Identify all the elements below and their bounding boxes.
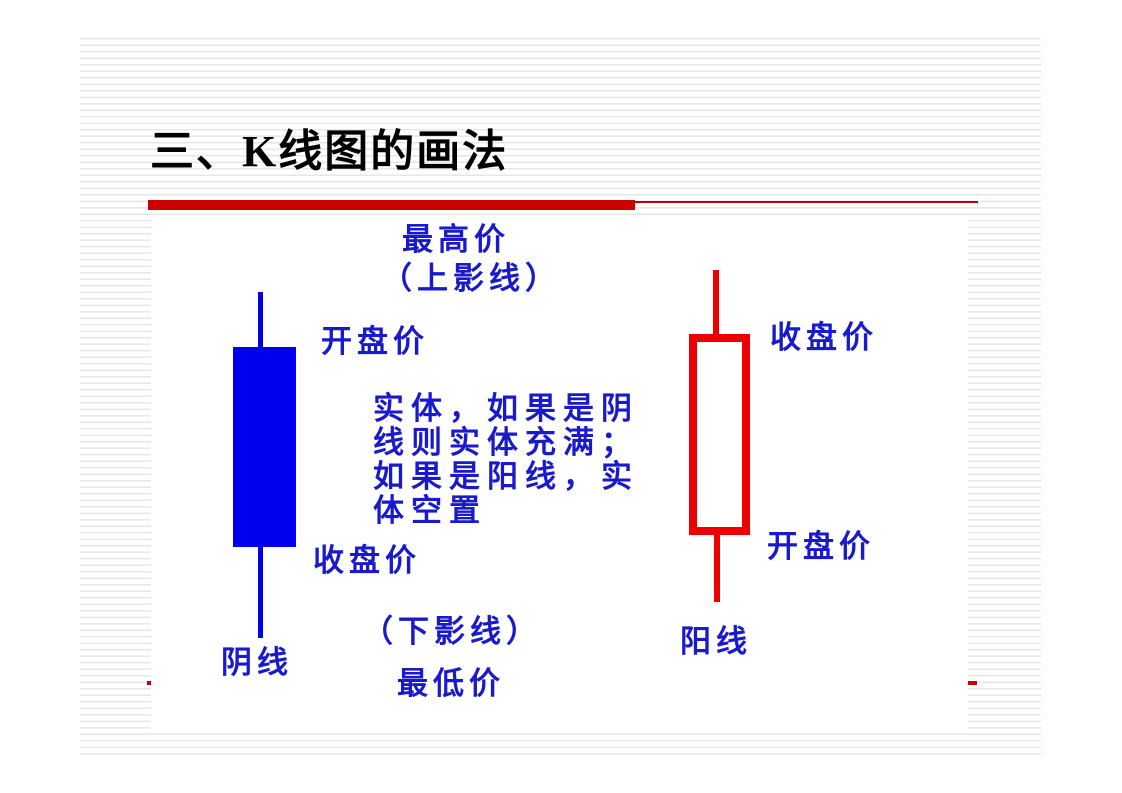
body-note-line: 线则实体充满；: [373, 425, 639, 460]
body-note: 实体，如果是阴 线则实体充满； 如果是阳线，实 体空置: [373, 392, 639, 528]
label-lower-shadow: （下影线）: [362, 614, 542, 649]
yang-candle-lower-shadow: [714, 534, 720, 602]
label-yin-open-price: 开盘价: [321, 324, 429, 359]
yin-candle-body: [233, 347, 296, 547]
yin-candle-lower-shadow: [258, 547, 263, 638]
label-highest-price: 最高价: [402, 222, 510, 257]
yin-candle-upper-shadow: [258, 292, 263, 348]
body-note-line: 实体，如果是阴: [373, 391, 639, 426]
label-yin-candle: 阴线: [221, 645, 293, 680]
label-upper-shadow: （上影线）: [381, 261, 561, 296]
body-note-line: 如果是阳线，实: [373, 459, 639, 494]
body-note-line: 体空置: [373, 493, 487, 528]
label-lowest-price: 最低价: [397, 666, 505, 701]
label-yin-close-price: 收盘价: [313, 543, 421, 578]
label-yang-open-price: 开盘价: [767, 529, 875, 564]
yang-candle-upper-shadow: [713, 270, 719, 335]
title-rule-thick: [148, 200, 635, 210]
slide-title: 三、K线图的画法: [150, 127, 509, 176]
label-yang-candle: 阳线: [680, 624, 752, 659]
yang-candle-body: [689, 334, 750, 535]
label-yang-close-price: 收盘价: [770, 320, 878, 355]
